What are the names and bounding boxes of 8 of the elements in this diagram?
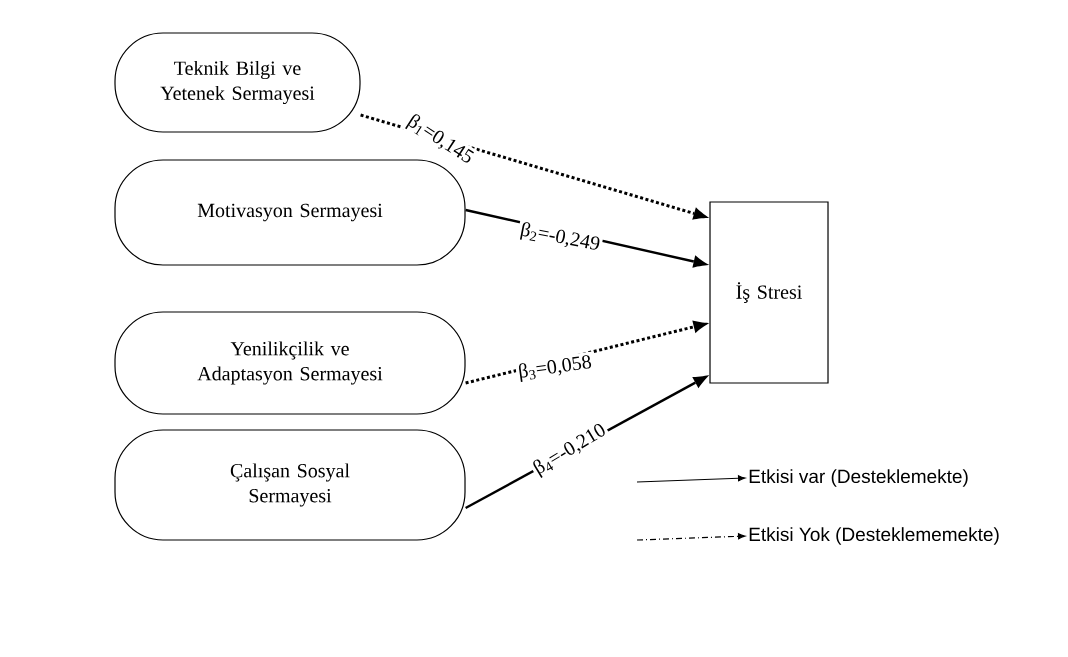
rounded-box: Yenilikçilik ve Adaptasyon Sermayesi [114,311,466,415]
legend-text: Etkisi var (Desteklemekte) [749,469,968,487]
edge-label: β$_{3}$=0,058 [514,351,596,385]
legend-text: Etkisi Yok (Desteklememekte) [749,527,999,545]
rounded-box: Teknik Bilgi ve Yetenek Sermayesi [114,32,361,133]
rounded-box: Çalışan Sosyal Sermayesi [114,429,466,541]
edge-label: β$_{2}$=-0,249 [516,218,604,258]
outcome-box: İş Stresi [709,201,829,384]
